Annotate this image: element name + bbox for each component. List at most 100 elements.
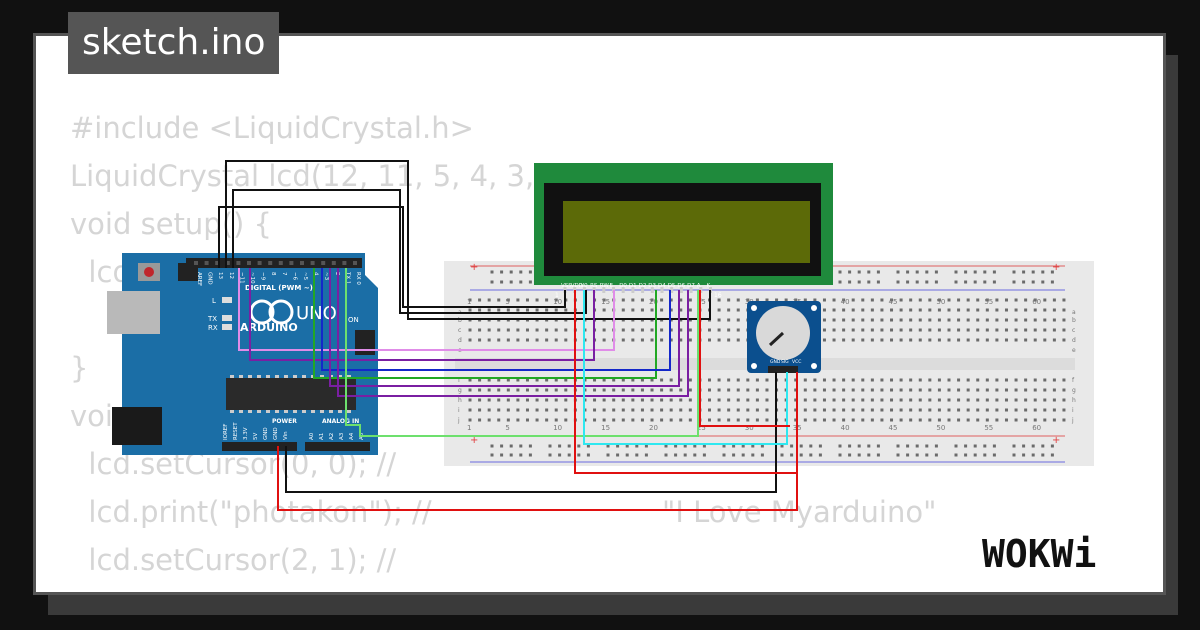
breadboard-hole xyxy=(1024,378,1028,382)
breadboard-hole xyxy=(717,398,721,402)
rail-hole xyxy=(838,444,842,448)
breadboard-hole xyxy=(976,308,980,312)
analog-pin-label: A3 xyxy=(339,432,345,440)
breadboard-hole xyxy=(842,388,846,392)
breadboard-hole xyxy=(1033,378,1037,382)
column-number: 15 xyxy=(601,298,610,306)
digital-pin xyxy=(247,261,251,265)
breadboard-hole xyxy=(899,398,903,402)
breadboard-hole xyxy=(918,418,922,422)
breadboard-hole xyxy=(736,308,740,312)
power-pin-label: GND xyxy=(263,427,269,440)
column-number: 20 xyxy=(649,424,658,432)
breadboard-hole xyxy=(535,378,539,382)
breadboard-hole xyxy=(1014,318,1018,322)
breadboard-hole xyxy=(861,318,865,322)
breadboard-hole xyxy=(660,298,664,302)
digital-pin-label: ~9 xyxy=(260,272,266,281)
rail-hole xyxy=(664,444,668,448)
breadboard-hole xyxy=(1014,388,1018,392)
column-number: 1 xyxy=(467,424,471,432)
rail-hole xyxy=(490,270,494,274)
breadboard-hole xyxy=(679,378,683,382)
breadboard-hole xyxy=(851,388,855,392)
breadboard-hole xyxy=(842,308,846,312)
breadboard-hole xyxy=(746,418,750,422)
rail-hole xyxy=(606,453,610,457)
breadboard-hole xyxy=(516,418,520,422)
rail-hole xyxy=(683,444,687,448)
breadboard-hole xyxy=(736,408,740,412)
lcd-pin-label: D4 xyxy=(658,283,666,289)
breadboard-hole xyxy=(1014,308,1018,312)
rail-hole xyxy=(848,444,852,448)
breadboard-hole xyxy=(870,338,874,342)
breadboard-hole xyxy=(832,378,836,382)
rail-hole xyxy=(925,270,929,274)
breadboard-hole xyxy=(602,328,606,332)
breadboard-hole xyxy=(909,388,913,392)
rail-hole xyxy=(954,270,958,274)
breadboard-hole xyxy=(669,298,673,302)
breadboard-hole xyxy=(832,318,836,322)
rail-hole xyxy=(500,453,504,457)
chip-pin xyxy=(347,375,351,378)
breadboard-hole xyxy=(918,308,922,312)
breadboard-hole xyxy=(708,408,711,412)
breadboard-hole xyxy=(621,418,625,422)
rail-hole xyxy=(867,280,871,284)
power-pin-label: RESET xyxy=(233,422,239,440)
breadboard-hole xyxy=(497,418,501,422)
breadboard-hole xyxy=(918,388,922,392)
breadboard[interactable]: 1155101015152020252530303535404045455050… xyxy=(444,261,1094,466)
breadboard-hole xyxy=(535,338,539,342)
breadboard-hole xyxy=(1004,378,1008,382)
breadboard-hole xyxy=(851,408,855,412)
pot-pin-header xyxy=(768,366,798,373)
breadboard-hole xyxy=(985,328,989,332)
rail-hole xyxy=(616,444,620,448)
reset-button[interactable] xyxy=(144,267,154,277)
breadboard-hole xyxy=(669,338,673,342)
breadboard-hole xyxy=(736,298,740,302)
breadboard-hole xyxy=(851,328,855,332)
breadboard-hole xyxy=(650,388,654,392)
breadboard-hole xyxy=(545,378,549,382)
breadboard-hole xyxy=(842,378,846,382)
breadboard-hole xyxy=(1024,308,1028,312)
rail-hole xyxy=(915,270,919,274)
breadboard-hole xyxy=(928,338,932,342)
arduino-logo-right xyxy=(268,299,294,325)
breadboard-hole xyxy=(909,398,913,402)
breadboard-hole xyxy=(1052,408,1056,412)
pot-knob-indicator xyxy=(768,331,785,347)
breadboard-hole xyxy=(640,328,644,332)
breadboard-hole xyxy=(937,418,941,422)
rail-hole xyxy=(732,453,736,457)
rail-hole xyxy=(973,280,977,284)
rail-hole xyxy=(1041,280,1045,284)
breadboard-hole xyxy=(899,298,903,302)
row-letter: b xyxy=(458,317,462,324)
wire-gnd-pot xyxy=(285,372,777,493)
breadboard-hole xyxy=(995,328,999,332)
rail-hole xyxy=(644,453,648,457)
rail-hole xyxy=(790,453,794,457)
breadboard-hole xyxy=(650,398,654,402)
rail-hole xyxy=(799,444,803,448)
breadboard-hole xyxy=(822,418,826,422)
breadboard-hole xyxy=(995,388,999,392)
rail-hole xyxy=(490,444,494,448)
rail-hole xyxy=(809,444,813,448)
breadboard-hole xyxy=(985,378,989,382)
breadboard-hole xyxy=(554,328,558,332)
code-line: void setup() { xyxy=(70,207,272,241)
lcd-pin xyxy=(621,287,625,293)
code-preview: #include <LiquidCrystal.h>LiquidCrystal … xyxy=(36,36,1163,592)
row-letter: a xyxy=(1072,309,1076,316)
breadboard-hole xyxy=(899,388,903,392)
breadboard-hole xyxy=(545,308,549,312)
rail-hole xyxy=(490,280,494,284)
